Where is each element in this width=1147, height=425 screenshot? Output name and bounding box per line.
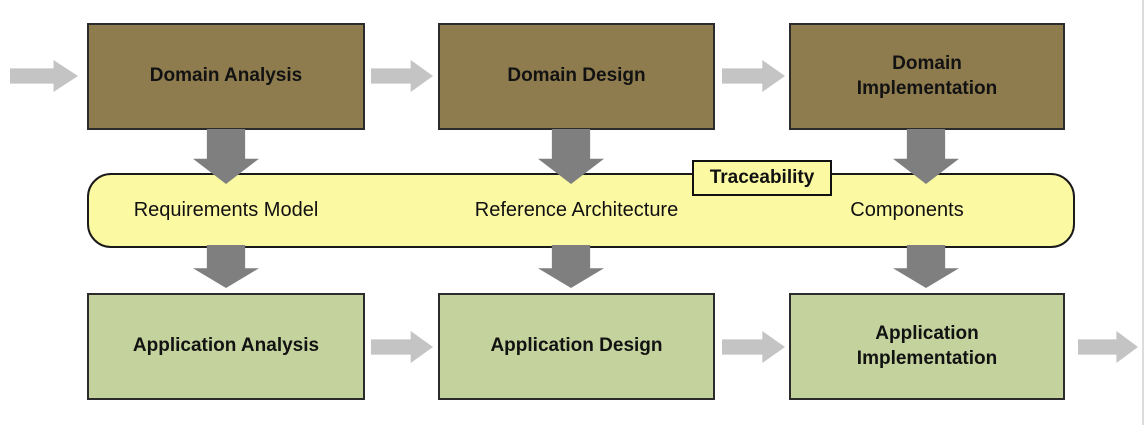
band-label-reference-architecture: Reference Architecture (438, 173, 715, 248)
box-domain-implementation-label: Domain Implementation (856, 52, 998, 99)
requirements-model-text: Requirements Model (133, 199, 319, 221)
box-application-analysis-label: Application Analysis (132, 335, 320, 357)
components-text: Components (850, 199, 964, 221)
page-edge-line (1142, 0, 1144, 425)
box-application-design-label: Application Design (490, 335, 663, 357)
box-application-design: Application Design (438, 293, 715, 400)
traceability-tag: Traceability (692, 160, 832, 196)
arrow-right-application-design-to-implementation-icon (722, 331, 785, 363)
box-domain-implementation: Domain Implementation (789, 23, 1065, 130)
arrow-down-band-to-application-analysis-icon (193, 245, 259, 288)
box-application-implementation-label: Application Implementation (856, 322, 998, 369)
box-domain-analysis: Domain Analysis (87, 23, 365, 130)
box-application-implementation: Application Implementation (789, 293, 1065, 400)
box-domain-design-label: Domain Design (507, 65, 646, 87)
arrow-right-domain-design-to-implementation-icon (722, 60, 785, 92)
reference-architecture-text: Reference Architecture (474, 199, 679, 221)
box-domain-design: Domain Design (438, 23, 715, 130)
arrow-right-domain-analysis-to-design-icon (371, 60, 433, 92)
band-label-components: Components (769, 173, 1045, 248)
box-application-analysis: Application Analysis (87, 293, 365, 400)
box-domain-analysis-label: Domain Analysis (149, 65, 303, 87)
arrow-right-application-analysis-to-design-icon (371, 331, 433, 363)
band-label-requirements-model: Requirements Model (87, 173, 365, 248)
arrow-down-band-to-application-design-icon (538, 245, 604, 288)
arrow-down-band-to-application-implementation-icon (893, 245, 959, 288)
traceability-tag-text: Traceability (709, 167, 815, 188)
arrow-right-out-of-application-implementation-icon (1078, 331, 1138, 363)
arrow-right-into-domain-analysis-icon (10, 60, 78, 92)
